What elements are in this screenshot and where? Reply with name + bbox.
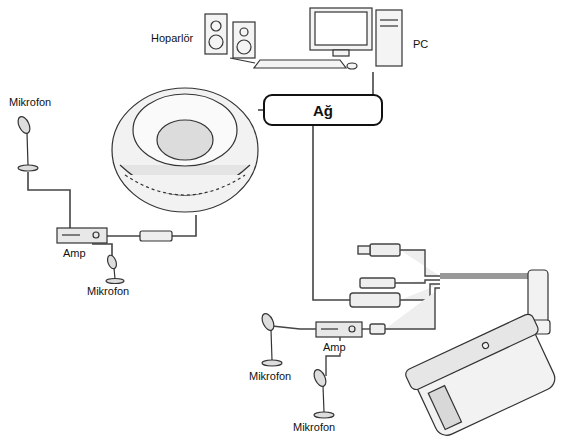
- camera-cables: [350, 244, 440, 334]
- device-label: Mikrofon: [86, 285, 130, 297]
- microphone-icon: [260, 312, 282, 366]
- device-label: Amp: [322, 341, 347, 353]
- device-label: PC: [412, 38, 429, 50]
- device-label: Hoparlör: [150, 32, 194, 44]
- amp-device: [316, 322, 362, 337]
- amp-device: [57, 228, 107, 243]
- speaker-icons: [205, 14, 255, 58]
- device-label: Amp: [62, 247, 87, 259]
- dome-camera: [112, 88, 258, 212]
- device-label: Mikrofon: [8, 96, 52, 108]
- cable-connector: [140, 231, 172, 241]
- microphone-icon: [312, 368, 334, 418]
- device-label: Mikrofon: [292, 421, 336, 433]
- device-label: Mikrofon: [248, 370, 292, 382]
- microphone-icon: [106, 254, 124, 283]
- node-text: Ağ: [313, 102, 333, 119]
- pc-icon: [230, 8, 402, 69]
- network-wires: [28, 72, 373, 300]
- microphone-icon: [16, 115, 38, 171]
- network-box: Ağ: [263, 94, 383, 126]
